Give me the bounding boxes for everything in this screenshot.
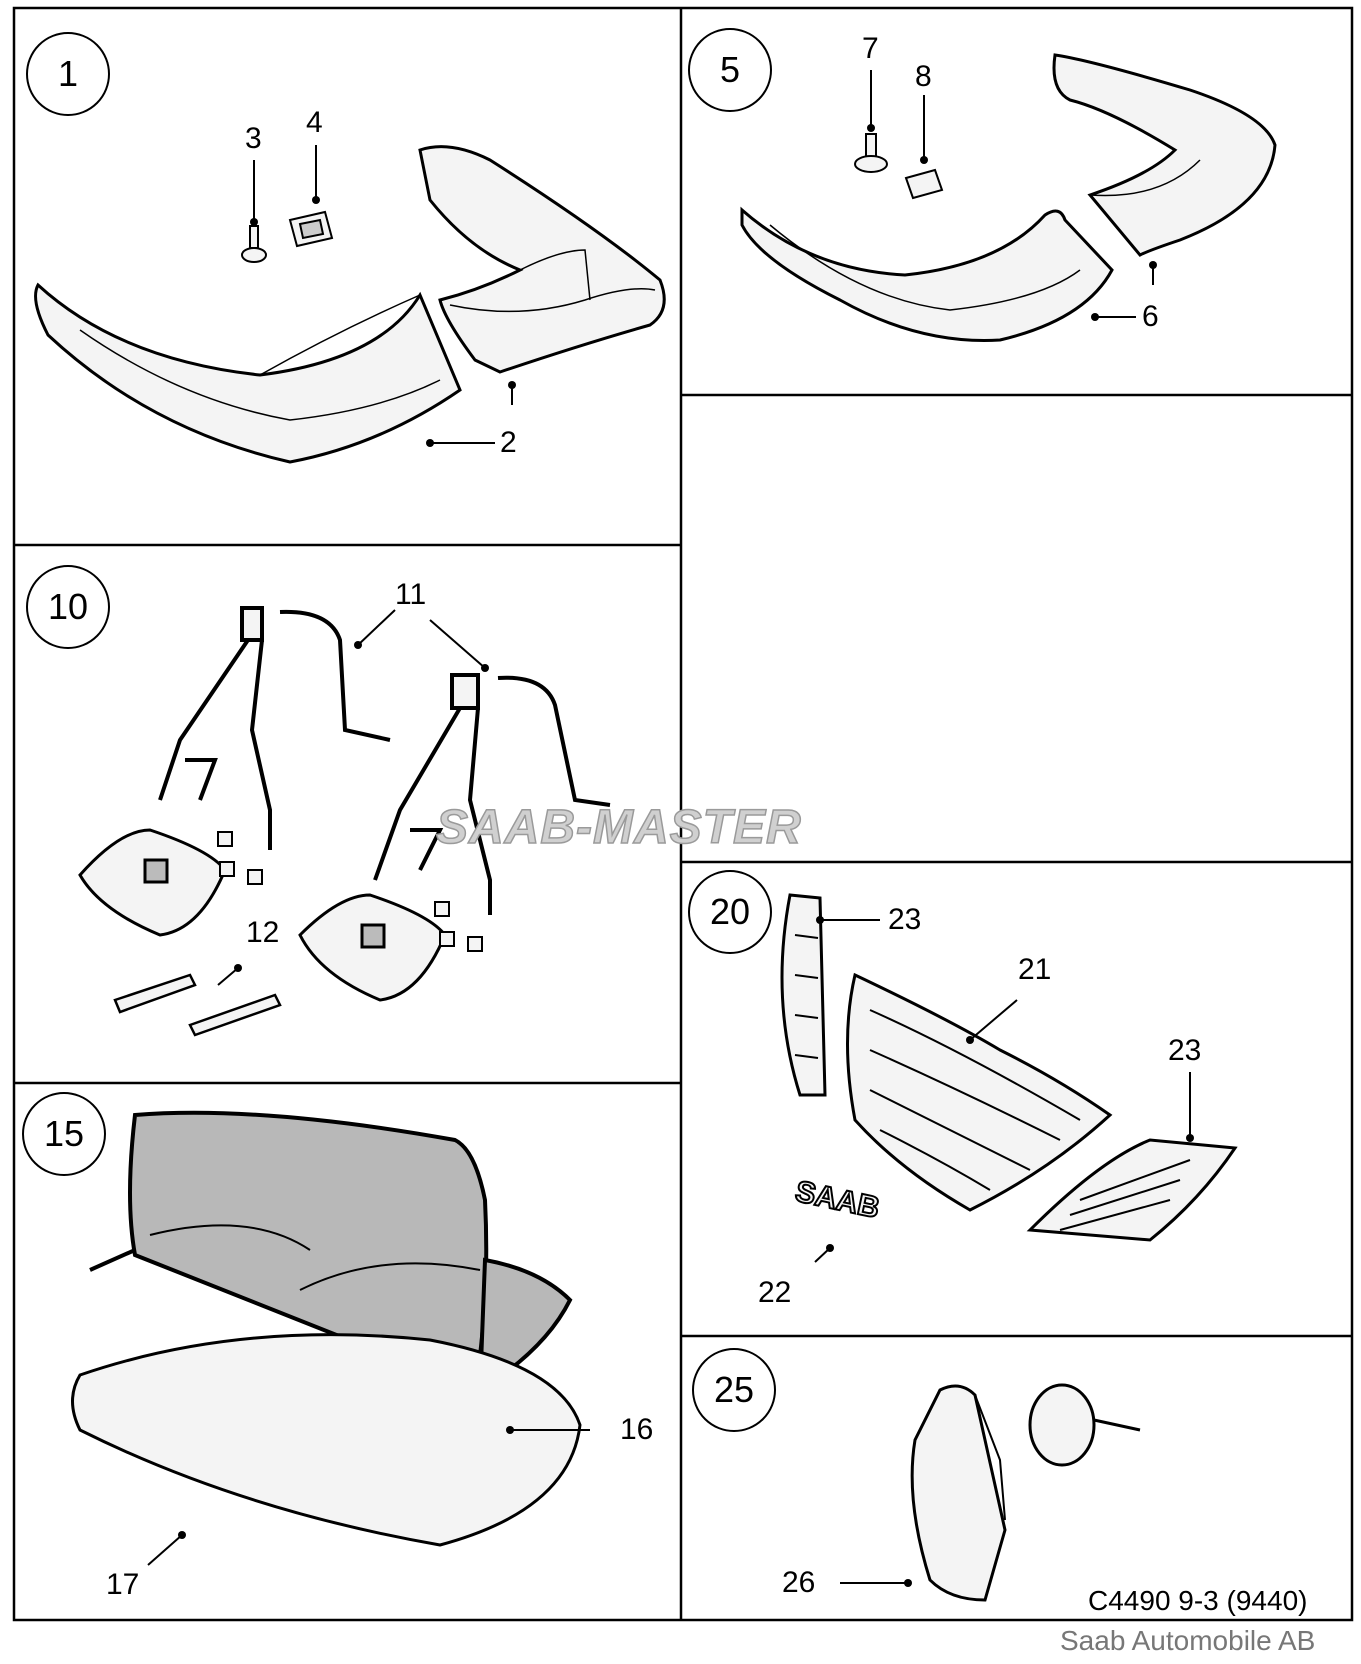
leader-17 (147, 1534, 183, 1566)
callout-16: 16 (620, 1413, 654, 1446)
callout-23-right: 23 (1168, 1034, 1202, 1067)
grille-main (846, 972, 1113, 1212)
outer-frame (12, 6, 1354, 1622)
spoiler-5-right (1052, 53, 1277, 257)
callout-2: 2 (500, 426, 517, 459)
leader-lines (147, 70, 1191, 1584)
section-badge-15: 15 (22, 1092, 106, 1176)
section-badge-20: 20 (688, 870, 772, 954)
section-badge-10: 10 (26, 565, 110, 649)
callout-26: 26 (782, 1566, 816, 1599)
wind-deflector (89, 1110, 573, 1451)
key-plates (113, 973, 282, 1037)
bolt-7-icon (854, 133, 888, 173)
clip-8-icon (904, 168, 944, 200)
leader-11a (357, 609, 396, 646)
bracket-right (373, 673, 611, 915)
section-badge-1: 1 (26, 32, 110, 116)
fog-lamp-unit (1028, 1383, 1141, 1467)
callout-4: 4 (306, 106, 323, 139)
leader-11b (429, 619, 486, 669)
deflector-cover (71, 1333, 582, 1547)
base-plate-left (78, 828, 227, 937)
fog-lamp-housing (910, 1384, 1007, 1602)
callout-6: 6 (1142, 300, 1159, 333)
callout-23-left: 23 (888, 903, 922, 936)
bracket-left (158, 606, 391, 850)
drawing-code: C4490 9-3 (9440) (1088, 1585, 1308, 1616)
saab-badge-text: SAAB (792, 1175, 882, 1225)
rubber-pads (217, 831, 483, 952)
spoiler-right-half (418, 145, 666, 374)
leader-21 (969, 999, 1018, 1041)
panel-frames (12, 6, 1354, 1622)
callout-11: 11 (395, 578, 427, 611)
callout-8: 8 (915, 60, 932, 93)
section-badge-25: 25 (692, 1348, 776, 1432)
leader-12 (217, 967, 239, 986)
callout-21: 21 (1018, 953, 1052, 986)
callout-22: 22 (758, 1276, 792, 1309)
section-badge-5: 5 (688, 28, 772, 112)
base-plate-right (298, 893, 447, 1002)
copyright: Saab Automobile AB (1060, 1625, 1316, 1656)
grille-side-left (780, 893, 827, 1097)
callout-3: 3 (245, 122, 262, 155)
watermark: SAAB-MASTER (435, 800, 802, 855)
spoiler-5-left (740, 206, 1114, 342)
screw-3-icon (241, 225, 267, 263)
grille-side-right (1026, 1138, 1238, 1242)
clip-4-icon (288, 210, 334, 248)
leader-dots (178, 124, 1194, 1587)
callout-12: 12 (246, 916, 280, 949)
callout-17: 17 (106, 1568, 140, 1601)
callout-7: 7 (862, 32, 879, 65)
spoiler-left-half (34, 282, 462, 464)
